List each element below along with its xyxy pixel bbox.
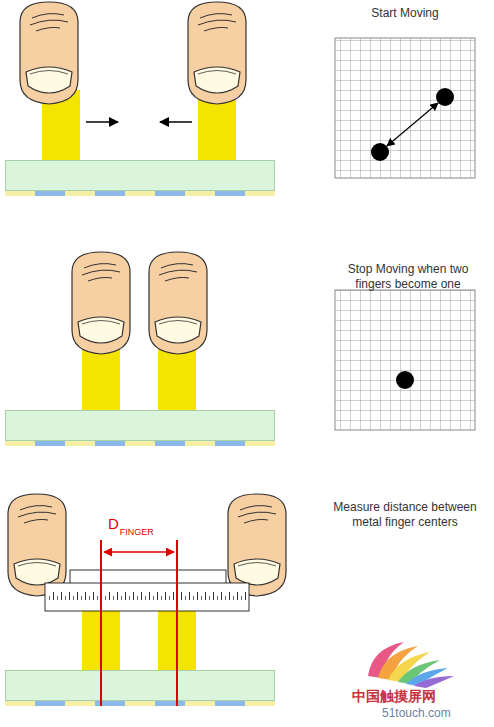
finger [188,2,246,104]
dimension-subscript: FINGER [120,525,154,540]
finger [20,2,78,104]
ruler [45,583,249,611]
watermark: 51touch.com [382,706,451,721]
sensor-grid [335,38,475,178]
panel-caption: Stop Moving when two fingers become one [328,262,488,292]
sensor-panel [5,671,275,707]
watermark: 中国触摸屏网 [352,689,436,704]
panel-caption: Measure distance between metal finger ce… [320,500,490,530]
sensor-panel [5,411,275,447]
finger [228,494,286,596]
sensor-panel [5,161,275,197]
watermark-logo [368,642,454,688]
finger [8,494,66,596]
sensor-grid [335,290,475,430]
dimension-label: D [108,516,119,531]
finger [72,252,130,354]
finger [149,252,207,354]
panel-caption: Start Moving [330,6,480,21]
